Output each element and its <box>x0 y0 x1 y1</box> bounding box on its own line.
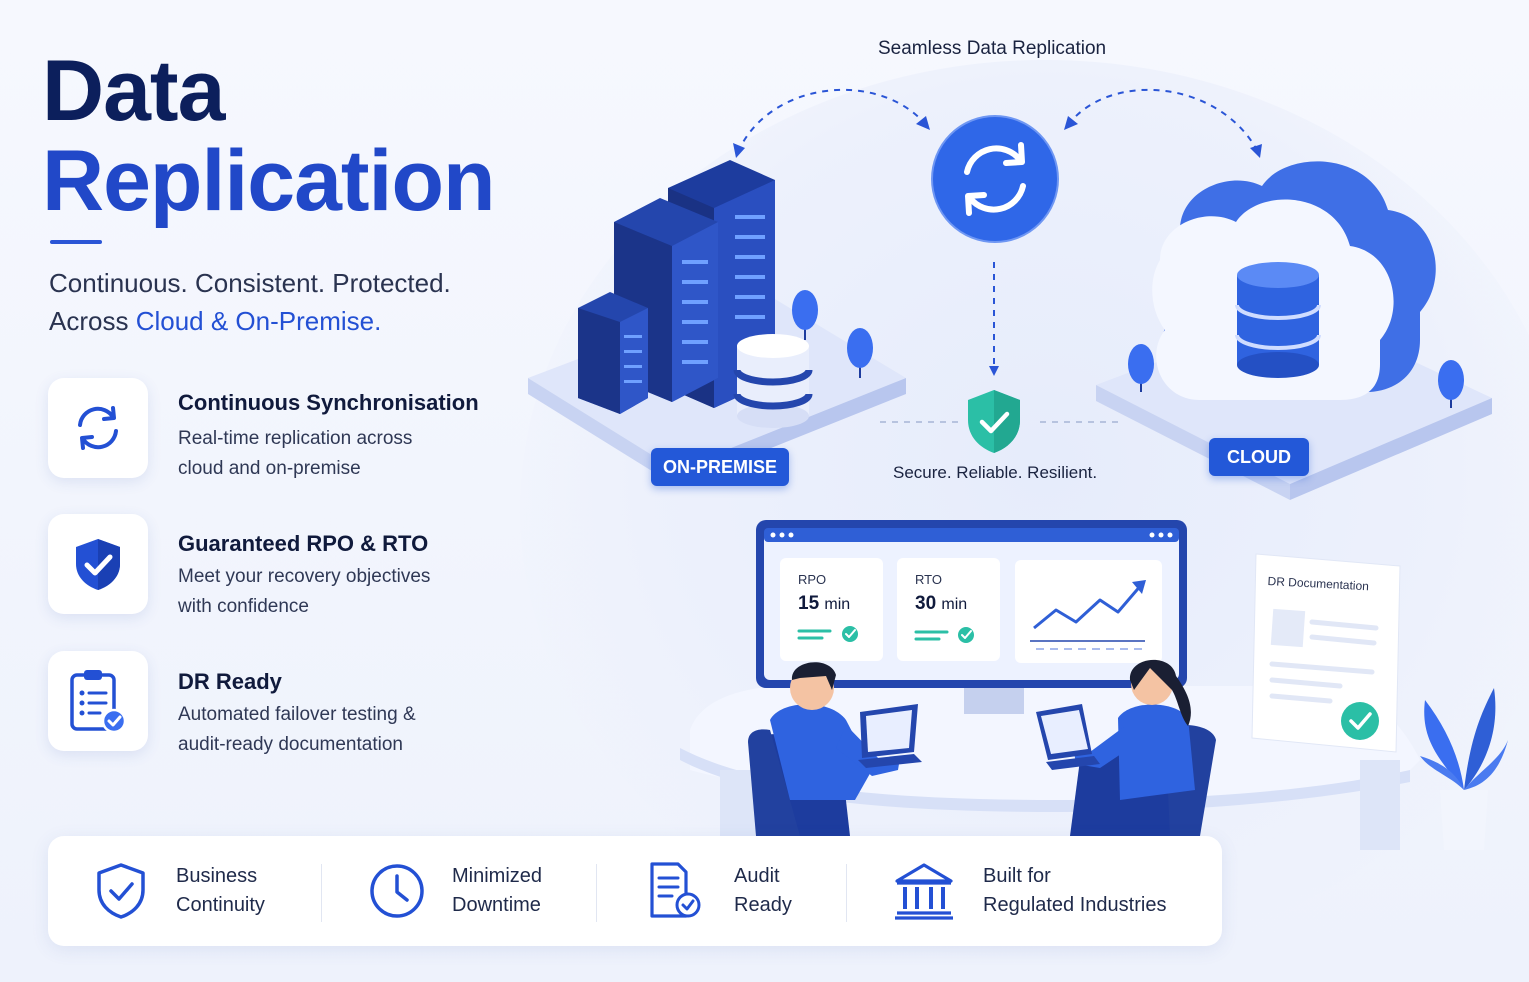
benefit-label-line: Ready <box>734 894 792 916</box>
feature-icon-box-clipboard <box>48 651 148 751</box>
rpo-number: 15 <box>798 593 820 614</box>
benefit-label-line: Built for <box>983 865 1051 887</box>
rto-unit: min <box>941 596 968 613</box>
on-premise-label: ON-PREMISE <box>651 448 789 486</box>
feature-desc: Automated failover testing & audit-ready … <box>178 700 498 760</box>
diagram-title: Seamless Data Replication <box>878 38 1107 59</box>
feature-desc-line: audit-ready documentation <box>178 734 403 755</box>
rto-label: RTO <box>915 572 942 587</box>
monitor <box>756 520 1187 714</box>
plant-decoration <box>1420 688 1508 850</box>
rto-card <box>897 558 1000 661</box>
on-premise-platform <box>528 160 906 486</box>
clock-icon <box>370 864 424 918</box>
person-left <box>748 662 922 836</box>
title-line-1: Data <box>42 43 225 139</box>
tagline-line-2: Across Cloud & On-Premise. <box>49 306 381 337</box>
rpo-unit: min <box>824 596 851 613</box>
benefit-label-line: Audit <box>734 865 780 887</box>
rto-number: 30 <box>915 593 937 614</box>
rpo-label: RPO <box>798 572 827 587</box>
feature-desc-line: Real-time replication across <box>178 428 413 449</box>
bank-building-icon <box>895 863 953 920</box>
rpo-value: 15 min <box>798 593 850 615</box>
feature-desc-line: cloud and on-premise <box>178 458 361 479</box>
clipboard-check-icon <box>70 670 127 734</box>
sync-hub-icon <box>931 115 1059 243</box>
title-line-2: Replication <box>42 133 496 229</box>
document-check-icon <box>650 862 701 918</box>
tagline-prefix: Across <box>49 306 136 336</box>
divider <box>596 864 597 922</box>
feature-icon-box-sync <box>48 378 148 478</box>
shield-check-icon <box>76 539 120 590</box>
cloud-label: CLOUD <box>1209 438 1309 476</box>
title-underline <box>50 240 102 244</box>
feature-title: Guaranteed RPO & RTO <box>178 531 429 556</box>
feature-desc-line: with confidence <box>178 596 309 617</box>
on-premise-database-icon <box>733 334 813 428</box>
tagline-line-1: Continuous. Consistent. Protected. <box>49 268 451 298</box>
dr-document <box>1251 553 1401 753</box>
feature-desc-line: Automated failover testing & <box>178 704 416 725</box>
shield-check-icon <box>97 863 145 919</box>
rto-value: 30 min <box>915 593 967 615</box>
divider <box>846 864 847 922</box>
feature-title: Continuous Synchronisation <box>178 390 479 415</box>
person-right <box>1036 659 1216 836</box>
tree-decoration <box>792 290 873 378</box>
trend-chart-graphic <box>1030 580 1146 650</box>
secure-text: Secure. Reliable. Resilient. <box>893 463 1098 482</box>
replication-arrows <box>737 88 1259 423</box>
divider <box>321 864 322 922</box>
secure-shield-icon <box>968 390 1020 453</box>
feature-desc: Real-time replication across cloud and on… <box>178 424 498 484</box>
benefit-label-line: Business <box>176 865 258 887</box>
feature-title: DR Ready <box>178 669 282 694</box>
cloud-database-icon <box>1235 262 1321 378</box>
benefit-label-line: Regulated Industries <box>983 894 1167 916</box>
benefit-label-line: Minimized <box>452 865 543 887</box>
tree-decoration <box>1128 344 1464 408</box>
feature-desc: Meet your recovery objectives with confid… <box>178 562 498 622</box>
benefit-label-line: Continuity <box>176 894 265 916</box>
benefit-label-line: Downtime <box>452 894 541 916</box>
sync-icon <box>78 406 118 450</box>
feature-desc-line: Meet your recovery objectives <box>178 566 431 587</box>
feature-icon-box-shield <box>48 514 148 614</box>
tagline-accent: Cloud & On-Premise. <box>135 306 382 336</box>
